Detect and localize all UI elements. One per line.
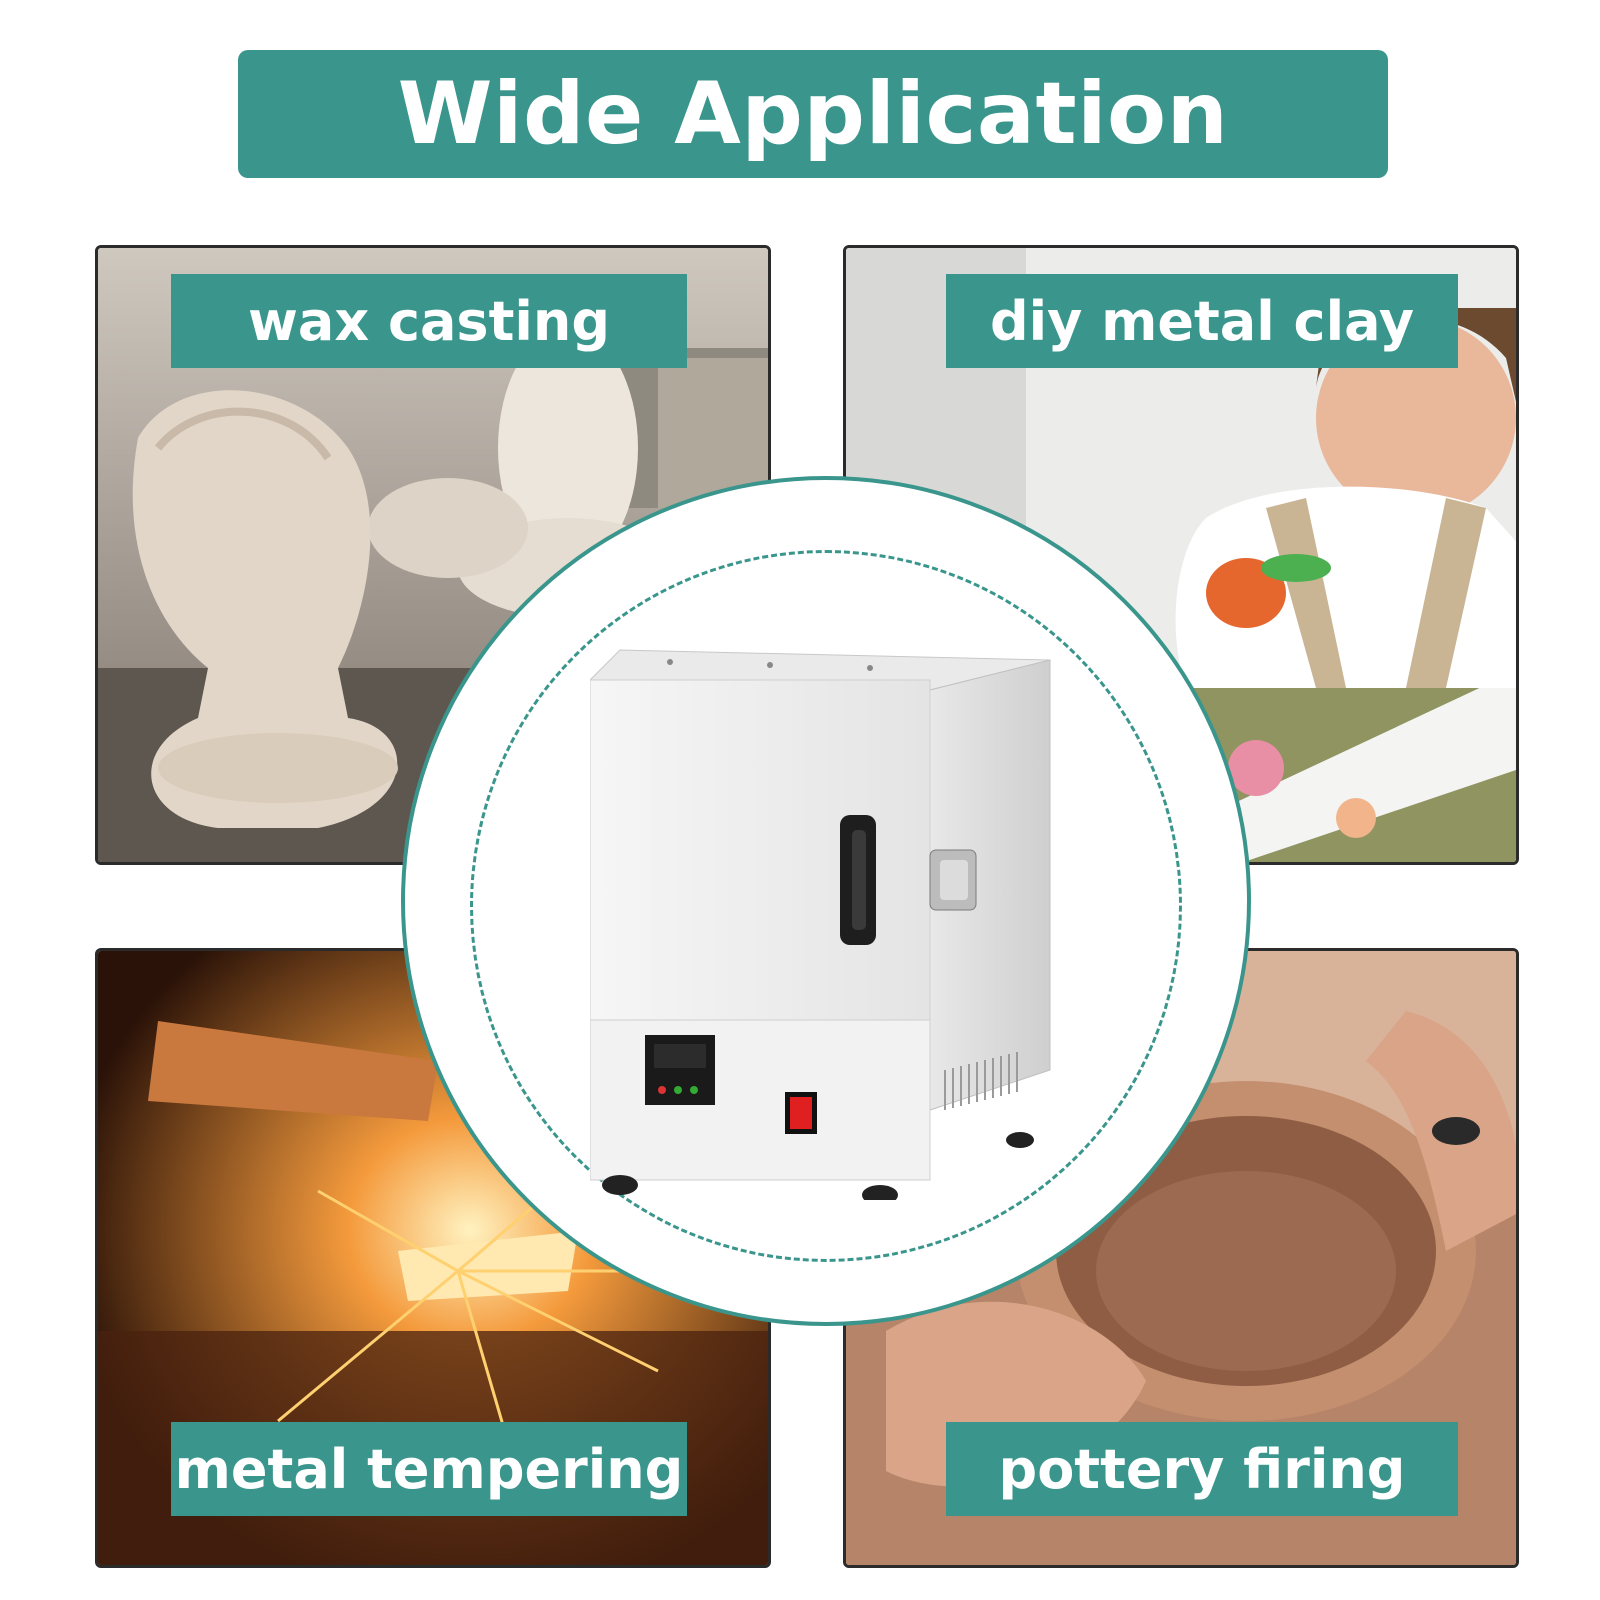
label-pottery-firing: pottery firing [946, 1422, 1458, 1516]
label-metal-tempering: metal tempering [171, 1422, 687, 1516]
dashed-ring [470, 550, 1182, 1262]
kiln-furnace-image [590, 649, 1051, 1200]
label-diy-metal-clay: diy metal clay [946, 274, 1458, 368]
label-wax-casting: wax casting [171, 274, 687, 368]
title-banner: Wide Application [238, 50, 1388, 178]
page-title: Wide Application [397, 64, 1229, 164]
